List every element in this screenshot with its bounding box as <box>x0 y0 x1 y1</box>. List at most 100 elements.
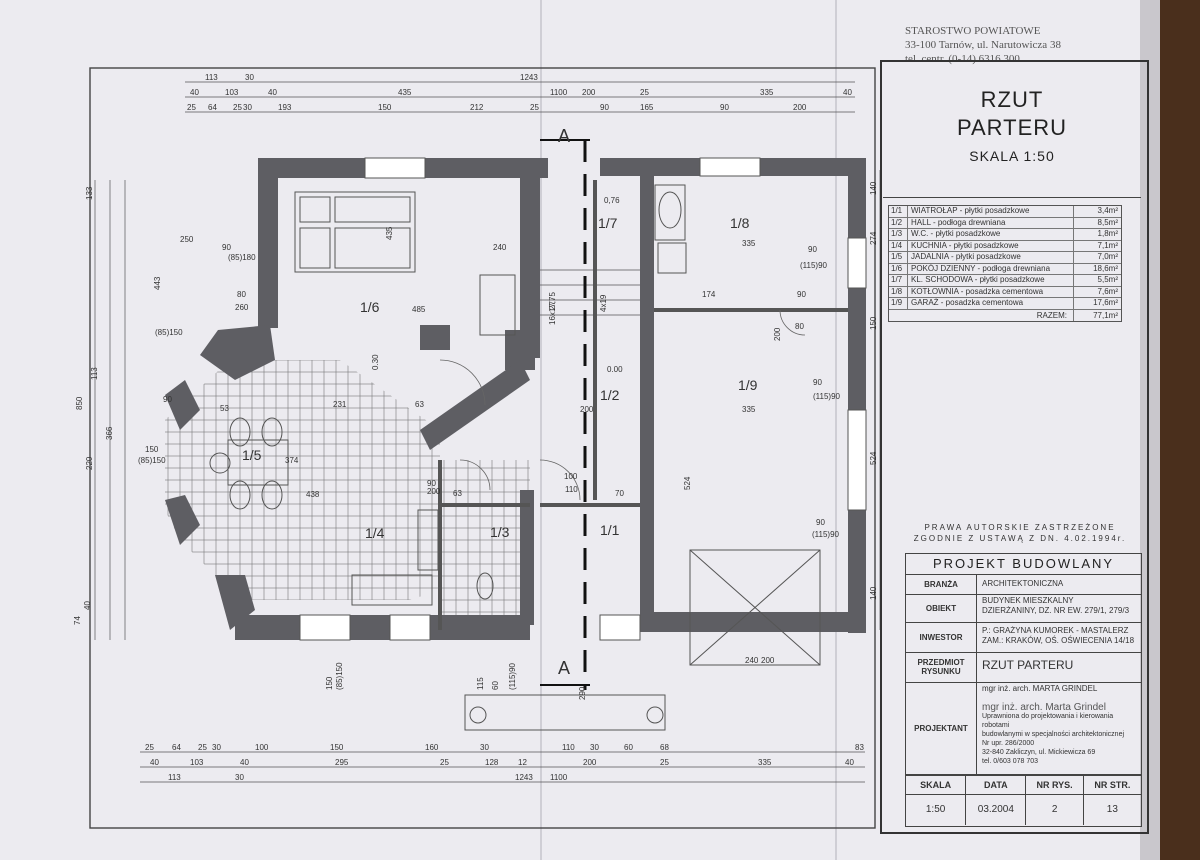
dimension-label: 63 <box>453 489 462 498</box>
dimension-label: 335 <box>742 239 756 248</box>
dimension-label: 12 <box>518 758 527 767</box>
dimension-label: 0.00 <box>607 365 623 374</box>
projektant-line1: Uprawniona do projektowania i kierowania… <box>982 713 1114 729</box>
title-header: RZUT PARTERU SKALA 1:50 <box>883 62 1141 198</box>
room-area: 7,0m² <box>1073 252 1121 263</box>
dimension-label: 80 <box>237 290 246 299</box>
dimension-label: 0,76 <box>604 196 620 205</box>
obiekt-label: OBIEKT <box>906 594 977 622</box>
title-block <box>880 60 1149 834</box>
dimension-label: 90 <box>813 378 822 387</box>
stamp-phone: tel. centr. (0-14) 6316 300 <box>905 53 1020 65</box>
dimension-label: 140 <box>869 181 878 195</box>
office-stamp: STAROSTWO POWIATOWE 33-100 Tarnów, ul. N… <box>905 25 1105 67</box>
footer-header-row: SKALA DATA NR RYS. NR STR. <box>906 776 1141 795</box>
dimension-label: 240 <box>493 243 507 252</box>
dimension-label: 524 <box>683 476 692 490</box>
dimension-label: 335 <box>742 405 756 414</box>
info-row-przedmiot: PRZEDMIOT RYSUNKU RZUT PARTERU <box>905 652 1142 683</box>
projektant-line5: tel. 0/603 078 703 <box>982 758 1039 765</box>
room-number: 1/4 <box>889 240 908 251</box>
section-label-top: A <box>558 126 570 146</box>
dimension-label: 40 <box>83 601 92 610</box>
nrrys-value: 2 <box>1026 795 1084 825</box>
dimension-label: 250 <box>180 235 194 244</box>
dimension-label: 25 <box>640 88 649 97</box>
room-area: 5,5m² <box>1073 275 1121 286</box>
obiekt-value-line1: BUDYNEK MIESZKALNY <box>982 596 1074 605</box>
room-name: KOTŁOWNIA - posadzka cementowa <box>911 286 1044 296</box>
projektant-sign: mgr inż. arch. Marta Grindel <box>982 702 1106 713</box>
dimension-label: 63 <box>415 400 424 409</box>
dimension-label: 40 <box>240 758 249 767</box>
project-header: PROJEKT BUDOWLANY <box>905 553 1142 575</box>
footer-value-row: 1:50 03.2004 2 13 <box>906 795 1141 825</box>
inwestor-value: P.: GRAŻYNA KUMOREK - MASTALERZ ZAM.: KR… <box>982 626 1138 646</box>
paper-fold <box>835 0 837 860</box>
room-number: 1/1 <box>889 206 908 217</box>
tiled-floor-dining <box>165 360 440 600</box>
projektant-label: PROJEKTANT <box>906 682 977 774</box>
dimension-label: 70 <box>615 489 624 498</box>
data-value: 03.2004 <box>966 795 1027 825</box>
dimension-label: 110 <box>565 485 578 494</box>
skala-label: SKALA <box>906 776 967 794</box>
section-label-bottom: A <box>558 658 570 678</box>
dimension-label: 25 <box>233 103 242 112</box>
dimension-label: (115)90 <box>800 261 828 270</box>
footer-grid: SKALA DATA NR RYS. NR STR. 1:50 03.2004 … <box>905 775 1142 827</box>
dimension-label: 68 <box>660 743 669 752</box>
staircase <box>540 269 640 316</box>
dimension-label: 150 <box>145 445 159 454</box>
dimension-label: 212 <box>470 103 484 112</box>
dimension-label: 0.30 <box>371 354 380 370</box>
dimension-label: 90 <box>163 395 172 404</box>
dimension-label: 200 <box>761 656 775 665</box>
nrstr-value: 13 <box>1106 804 1118 815</box>
title-line1: RZUT <box>980 87 1044 112</box>
dimension-label: 335 <box>758 758 772 767</box>
dimension-label: 1100 <box>550 773 568 782</box>
dimension-label: 30 <box>235 773 244 782</box>
dimension-label: 90 <box>797 290 806 299</box>
dimension-label: 25 <box>187 103 196 112</box>
dimension-label: 193 <box>278 103 292 112</box>
przedmiot-value: RZUT PARTERU <box>982 658 1074 672</box>
dimension-label: 485 <box>412 305 426 314</box>
dimension-label: 27 <box>548 301 557 310</box>
dimension-label: 30 <box>245 73 254 82</box>
dimension-label: 200 <box>427 487 441 496</box>
dimension-label: 374 <box>285 456 299 465</box>
room-number: 1/3 <box>889 229 908 240</box>
room-label: 1/5 <box>242 447 262 463</box>
dimension-label: 290 <box>578 686 587 700</box>
room-name: KL. SCHODOWA - płytki posadzkowe <box>911 275 1045 284</box>
dimension-label: 103 <box>190 758 204 767</box>
tiled-floor-wc <box>440 460 530 630</box>
room-name: KUCHNIA - płytki posadzkowe <box>911 240 1019 250</box>
dimension-label: (85)150 <box>138 456 166 465</box>
dimension-label: 40 <box>190 88 199 97</box>
room-area: 7,6m² <box>1073 286 1121 297</box>
room-label: 1/7 <box>598 215 618 231</box>
dimension-label: 40 <box>268 88 277 97</box>
room-area: 8,5m² <box>1073 217 1121 228</box>
dimension-label: 200 <box>583 758 597 767</box>
dimension-label: 165 <box>640 103 654 112</box>
room-area: 17,6m² <box>1073 298 1121 309</box>
dimension-label: 90 <box>720 103 729 112</box>
dimension-label: 524 <box>869 451 878 465</box>
dimension-label: (85)150 <box>335 662 344 690</box>
room-label: 1/6 <box>360 299 380 315</box>
przedmiot-label-line1: PRZEDMIOT <box>917 658 965 667</box>
dimension-label: 30 <box>480 743 489 752</box>
door-swings <box>439 309 806 501</box>
dimension-label: 100 <box>564 472 578 481</box>
dimension-label: 150 <box>378 103 392 112</box>
